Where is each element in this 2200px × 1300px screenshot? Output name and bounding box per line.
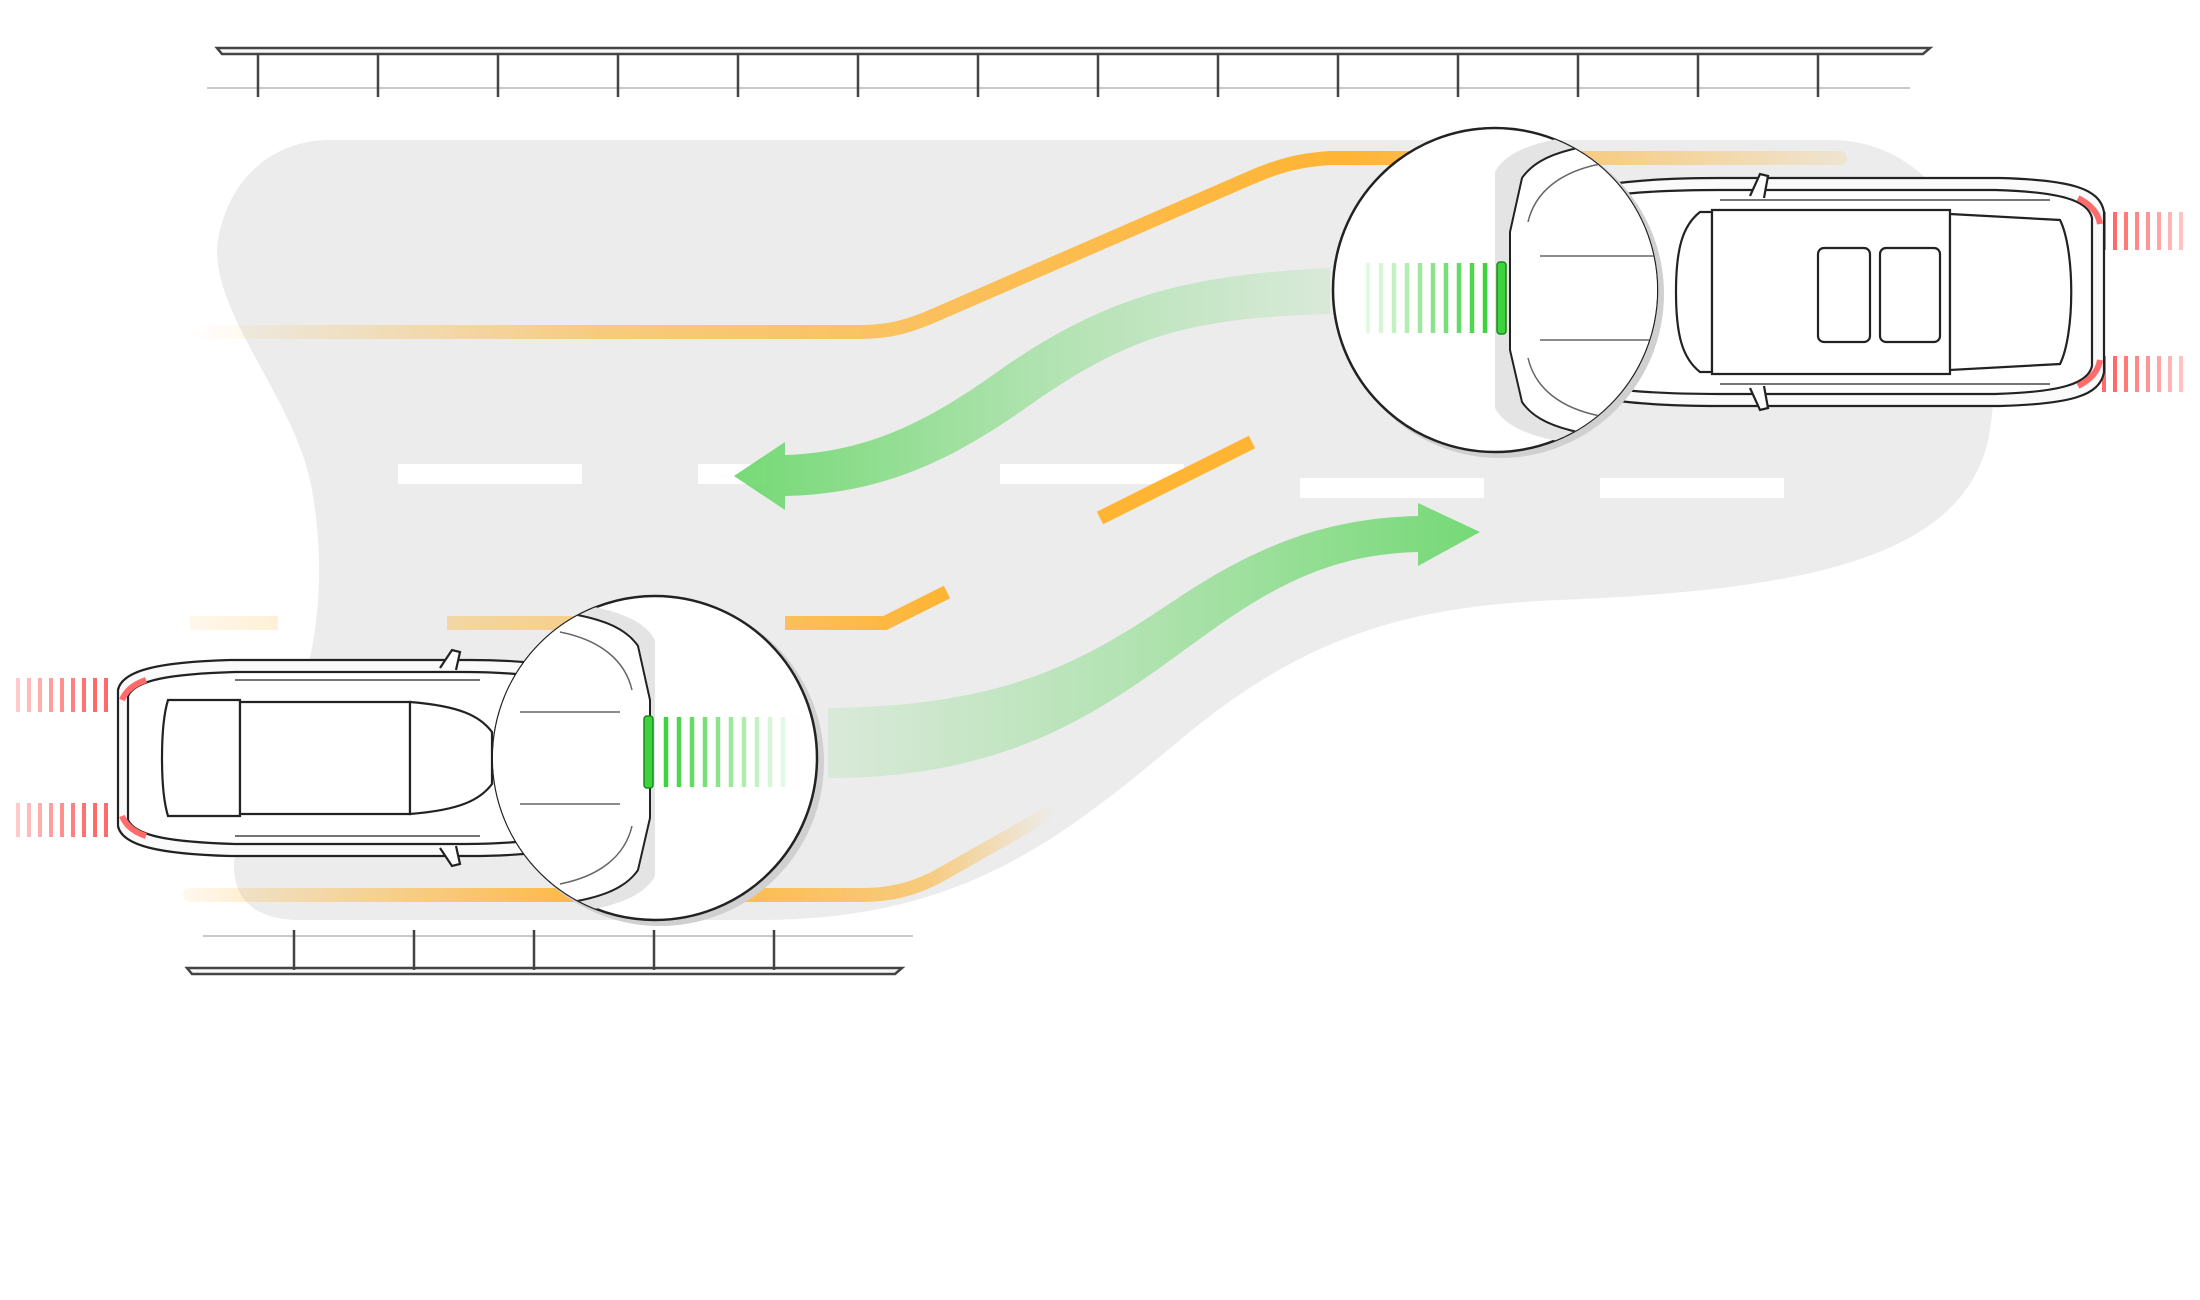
oncoming-car bbox=[1538, 172, 2106, 412]
tail-light-bottom-oncoming bbox=[2076, 359, 2103, 389]
rear-window bbox=[160, 698, 242, 818]
zoom-circle-left bbox=[491, 594, 824, 926]
tail-light-bottom bbox=[119, 814, 148, 839]
front-sensor bbox=[643, 715, 654, 789]
arrow-right-shape bbox=[828, 503, 1480, 778]
windshield bbox=[408, 700, 494, 816]
lane-marking-dashed bbox=[398, 464, 1784, 498]
zoom-circle-right bbox=[1331, 126, 1664, 458]
sensor-beam-right bbox=[1365, 263, 1488, 333]
roof bbox=[238, 700, 412, 816]
rear-light-warning-right bbox=[2102, 212, 2183, 392]
tail-light-top-oncoming bbox=[2076, 195, 2103, 225]
tail-light-top bbox=[119, 677, 148, 702]
sensor-beam-left bbox=[663, 717, 786, 787]
front-sensor-oncoming bbox=[1496, 261, 1507, 335]
rear-light-warning-left bbox=[16, 678, 108, 837]
lane-edge-bottom bbox=[183, 803, 1062, 902]
lane-edge-top bbox=[183, 151, 1847, 339]
lane-edge-diagonal bbox=[1096, 435, 1256, 525]
sunroof-front bbox=[1816, 246, 1872, 344]
arrow-left-shape bbox=[734, 268, 1330, 510]
sunroof-rear bbox=[1878, 246, 1942, 344]
windshield-oncoming bbox=[1674, 210, 1714, 374]
guardrail-bottom bbox=[184, 930, 913, 976]
guardrail-top bbox=[207, 46, 1934, 97]
rear-window-oncoming bbox=[1948, 212, 2073, 372]
